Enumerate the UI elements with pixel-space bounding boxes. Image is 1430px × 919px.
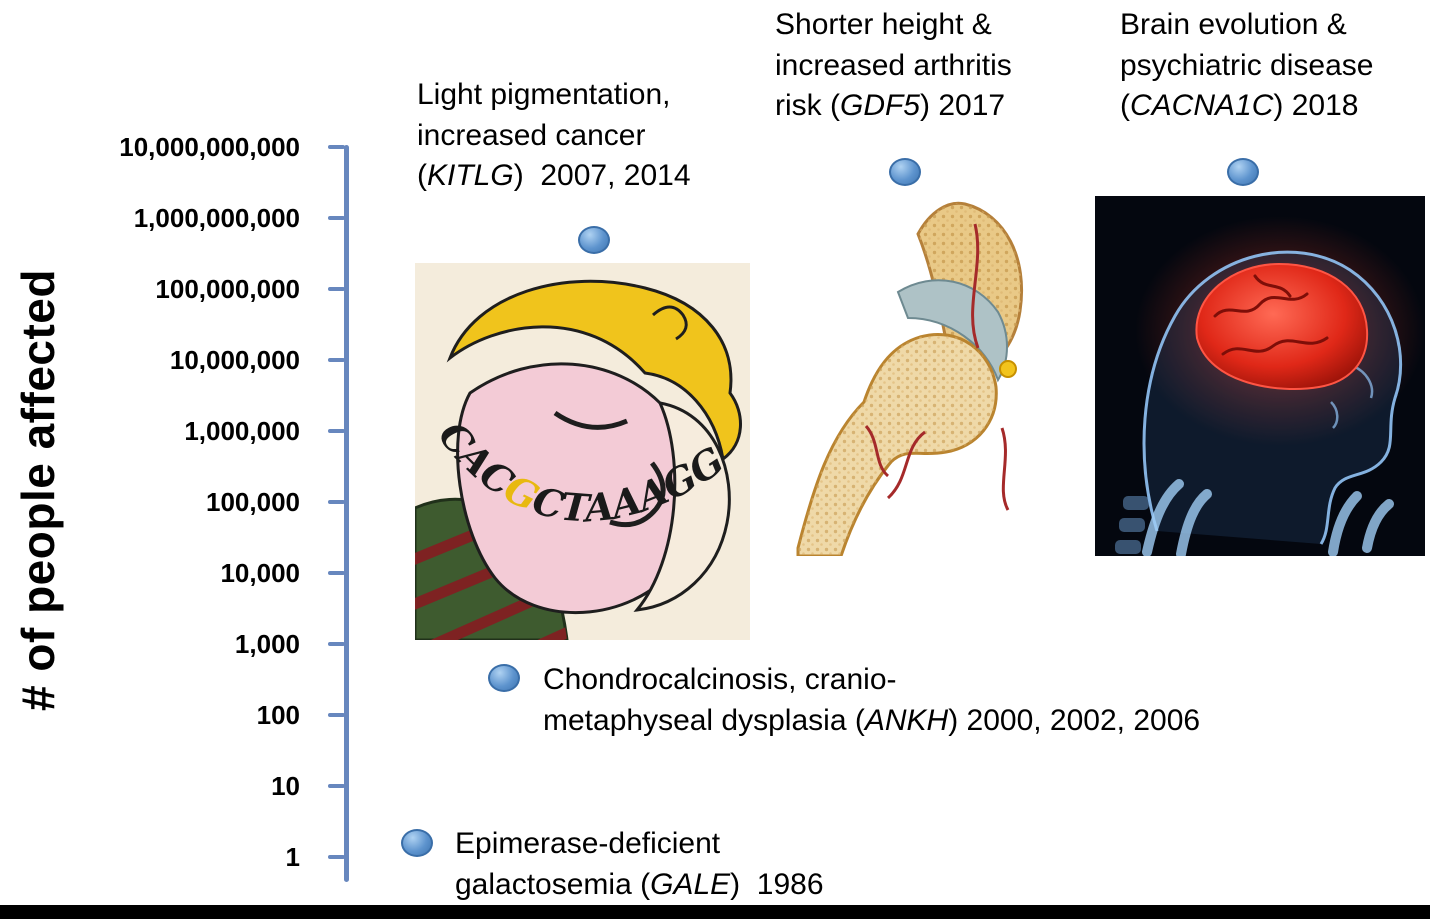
y-tick-mark [328, 642, 345, 646]
annotation-gale: Epimerase-deficient galactosemia (GALE) … [455, 827, 824, 901]
y-tick-mark [328, 571, 345, 575]
y-tick-mark [328, 429, 345, 433]
annotation-ankh: Chondrocalcinosis, cranio- metaphyseal d… [543, 663, 1201, 737]
gene-name-cacna1c: CACNA1C [1130, 89, 1274, 122]
cartilage-shape [896, 279, 1008, 383]
y-tick-label: 100 [256, 700, 300, 730]
y-tick-label: 10,000,000,000 [119, 132, 300, 162]
yellow-marker-dot [999, 360, 1017, 378]
y-tick-mark [328, 216, 345, 220]
y-tick-mark [328, 713, 345, 717]
annotation-kitlg: Light pigmentation, increased cancer (KI… [417, 78, 691, 192]
kitlg-data-point-dot [578, 226, 610, 254]
gdf5-data-point-dot [889, 158, 921, 186]
artery-lines [864, 223, 1010, 511]
y-tick-label: 10,000,000 [169, 345, 300, 375]
gene-name-gdf5: GDF5 [839, 89, 920, 122]
cheek-shape [633, 401, 731, 612]
y-tick-label: 1,000 [234, 629, 300, 659]
ear-line [652, 305, 688, 341]
hair-shape [446, 279, 742, 462]
y-tick-mark [328, 784, 345, 788]
y-tick-label: 10,000 [220, 558, 300, 588]
gene-name-ankh: ANKH [864, 703, 949, 737]
brain-shape [1195, 262, 1369, 390]
kitlg-picasso-face-image: CACGCTAAAGG [415, 263, 750, 640]
y-tick-label: 100,000,000 [155, 274, 300, 304]
gale-data-point-dot [401, 829, 433, 857]
y-tick-label: 1,000,000,000 [133, 203, 300, 233]
y-tick-mark [328, 358, 345, 362]
femur-trabecular-texture [798, 334, 997, 556]
ankh-data-point-dot [488, 664, 520, 692]
cacna1c-data-point-dot [1227, 158, 1259, 186]
hand-bones [1142, 479, 1394, 556]
annotation-gdf5: Shorter height & increased arthritis ris… [775, 8, 1012, 122]
y-tick-label: 10 [271, 771, 300, 801]
bottom-bar [0, 905, 1430, 919]
gdf5-hip-joint-image [770, 196, 1060, 556]
y-tick-label: 1 [285, 842, 300, 872]
y-tick-mark [328, 500, 345, 504]
y-tick-mark [328, 145, 345, 149]
brain-gyri-lines [1213, 274, 1329, 356]
y-tick-label: 100,000 [206, 487, 300, 517]
eye-line [553, 410, 628, 430]
gene-name-gale: GALE [650, 867, 731, 901]
y-tick-mark [328, 855, 345, 859]
vertebrae-bones [1115, 496, 1149, 554]
y-axis-line [344, 145, 349, 882]
annotation-cacna1c: Brain evolution & psychiatric disease (C… [1120, 8, 1374, 122]
gene-name-kitlg: KITLG [427, 159, 514, 192]
y-tick-label: 1,000,000 [184, 416, 300, 446]
cacna1c-brain-xray-image [1095, 196, 1425, 556]
nose-lips-line [609, 461, 666, 528]
y-tick-mark [328, 287, 345, 291]
